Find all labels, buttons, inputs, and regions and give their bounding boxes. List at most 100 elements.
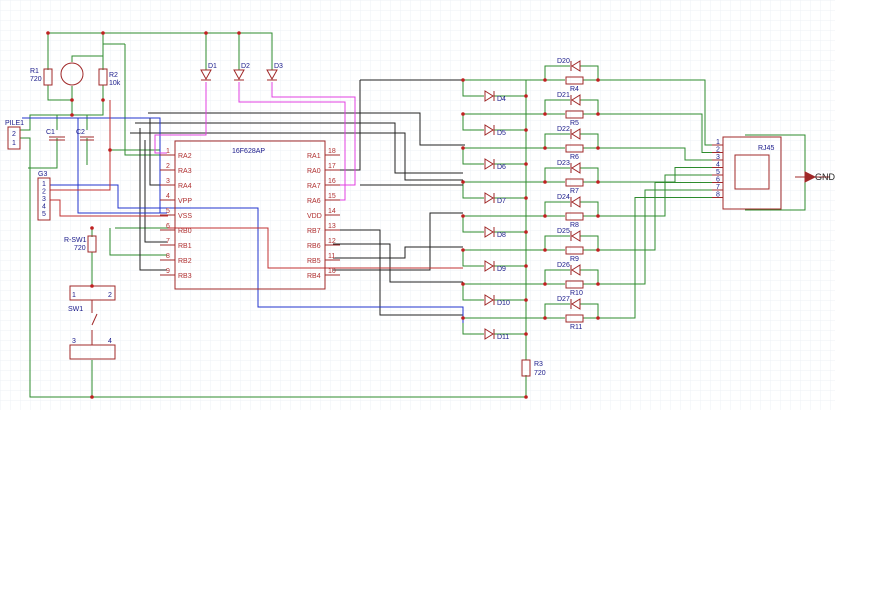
led-symbol [484, 226, 494, 238]
array-wire [544, 235, 570, 250]
array-wire [462, 148, 484, 165]
junction-dot [90, 226, 94, 230]
junction-dot [461, 214, 465, 218]
junction-dot [524, 128, 528, 132]
array-wire [462, 216, 484, 233]
array-wire [580, 201, 599, 216]
ic-pin-number: 18 [328, 148, 336, 155]
g3-label: G3 [38, 171, 47, 178]
ic-pin-name: RA2 [178, 153, 192, 160]
resistor-label: R6 [570, 154, 579, 161]
ic-pin-number: 12 [328, 238, 336, 245]
junction-dot [70, 113, 74, 117]
diode-label: D21 [557, 92, 570, 99]
led-d1-symbol [200, 69, 212, 81]
junction-dot [543, 180, 547, 184]
junction-dot [524, 162, 528, 166]
rj45-pin-number: 1 [716, 139, 720, 146]
junction-dot [543, 282, 547, 286]
junction-dot [524, 230, 528, 234]
junction-dot [461, 78, 465, 82]
junction-dot [543, 316, 547, 320]
resistor-label: R8 [570, 222, 579, 229]
led-label: D4 [497, 96, 506, 103]
rj45-wire [598, 197, 712, 319]
rj45-wire [598, 79, 712, 146]
sw1-label: SW1 [68, 306, 83, 313]
ic-pin-name: RB0 [178, 228, 192, 235]
r3-resistor [521, 359, 531, 377]
ic-pin-number: 5 [166, 208, 170, 215]
rj45-label: RJ45 [758, 145, 774, 152]
led-label: D8 [497, 232, 506, 239]
array-wire [580, 235, 599, 250]
diode-symbol [571, 128, 581, 140]
pile-connector [7, 126, 21, 150]
led-label: D6 [497, 164, 506, 171]
rsw-resistor [87, 235, 97, 253]
diode-symbol [571, 196, 581, 208]
junction-dot [596, 282, 600, 286]
rj45-wire [598, 113, 712, 153]
array-wire [462, 250, 484, 267]
resistor-symbol [565, 178, 584, 187]
diode-symbol [571, 94, 581, 106]
diode-label: D25 [557, 228, 570, 235]
ic-pin-number: 9 [166, 268, 170, 275]
resistor-symbol [565, 246, 584, 255]
ic-pin-name: RA3 [178, 168, 192, 175]
led-label: D10 [497, 300, 510, 307]
ic-pin-name: RA7 [307, 183, 321, 190]
ic-pin-number: 11 [328, 253, 335, 260]
pile-pin2: 2 [12, 131, 16, 138]
sw1-lever [91, 313, 98, 326]
array-wire [544, 201, 570, 216]
rsw-label: R-SW1 [64, 237, 87, 244]
junction-dot [90, 284, 94, 288]
ic-pin-number: 16 [328, 178, 336, 185]
junction-dot [543, 248, 547, 252]
g3-header [37, 177, 51, 221]
parts [7, 62, 830, 377]
ic-pin-name: RB7 [307, 228, 321, 235]
ic-pin-number: 13 [328, 223, 336, 230]
ic-pin-name: RA0 [307, 168, 321, 175]
d2-label: D2 [241, 63, 250, 70]
g3-pin-number: 3 [42, 196, 46, 203]
array-wire [544, 167, 570, 182]
junction-dot [101, 31, 105, 35]
rj45-pin-number: 4 [716, 162, 720, 169]
sw1-pin1: 1 [72, 292, 76, 299]
junction-dot [70, 98, 74, 102]
g3-pin-number: 5 [42, 211, 46, 218]
led-symbol [484, 90, 494, 102]
array-wire [544, 269, 570, 284]
resistor-symbol [565, 76, 584, 85]
diode-label: D27 [557, 296, 570, 303]
diode-label: D20 [557, 58, 570, 65]
junction-dot [543, 112, 547, 116]
grid-background [0, 0, 835, 410]
junction-dot [461, 248, 465, 252]
rj45-wires [598, 79, 712, 319]
array-wire [580, 303, 599, 318]
resistor-symbol [565, 212, 584, 221]
rj45-pin-number: 5 [716, 169, 720, 176]
ic-pin-number: 17 [328, 163, 336, 170]
resistor-label: R7 [570, 188, 579, 195]
r1-label: R1 [30, 68, 39, 75]
rsw-value: 720 [74, 245, 86, 252]
led-d3-symbol [266, 69, 278, 81]
array-wire [462, 284, 484, 301]
rj45-pin-number: 8 [716, 192, 720, 199]
r1-resistor [43, 68, 53, 86]
array-wire [544, 99, 570, 114]
resistor-label: R11 [570, 324, 582, 331]
resistor-label: R10 [570, 290, 583, 297]
array-wire [544, 133, 570, 148]
led-symbol [484, 192, 494, 204]
g3-pin-number: 1 [42, 181, 46, 188]
led-symbol [484, 124, 494, 136]
